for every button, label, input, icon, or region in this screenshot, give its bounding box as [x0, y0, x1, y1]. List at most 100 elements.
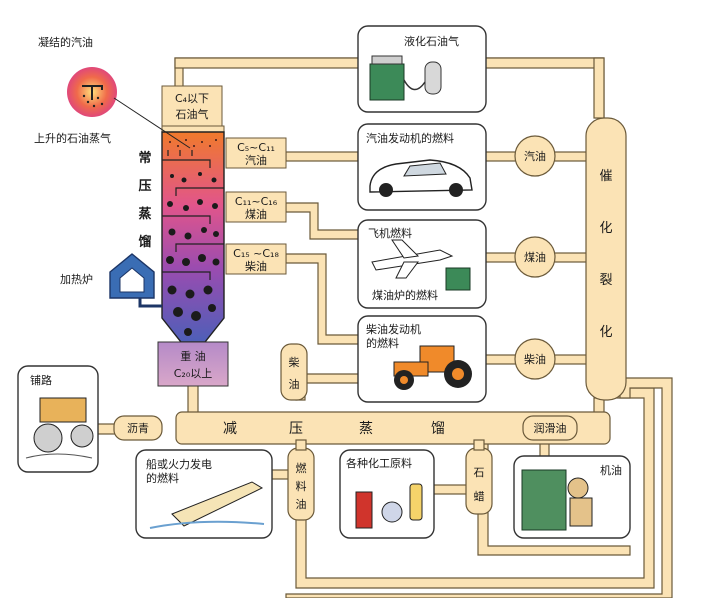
pipe-heavy-down	[187, 383, 199, 415]
cracking-output-kerosene-label: 煤油	[524, 250, 546, 264]
car-icon	[369, 159, 473, 193]
pipe-top-right	[484, 57, 604, 69]
card-aircraft: 飞机燃料 煤油炉的燃料	[357, 219, 487, 309]
fuel-oil-char-3: 油	[296, 497, 307, 511]
lpg-label: 液化石油气	[404, 34, 459, 48]
ship-label-2: 的燃料	[146, 471, 179, 485]
distillation-column	[161, 125, 225, 343]
lubricant-label: 润滑油	[534, 421, 567, 435]
machine-icon	[521, 469, 567, 531]
condensed-oil-label: 凝结的汽油	[38, 35, 93, 49]
card-paving: 铺路	[17, 365, 99, 473]
fraction-gasoline-name: 汽油	[245, 153, 267, 167]
card-diesel-engine: 柴油发动机 的燃料	[357, 315, 487, 403]
diesel-engine-label-1: 柴油发动机	[366, 322, 421, 336]
kerosene-stove-icon	[445, 267, 471, 291]
fraction-diesel: C₁₅ ~C₁₈ 柴油	[225, 243, 287, 275]
card-engine-oil: 机油	[513, 455, 631, 539]
paraffin-tag	[465, 447, 493, 515]
fraction-kerosene: C₁₁~C₁₆ 煤油	[225, 191, 287, 223]
ship-label-1: 船或火力发电	[146, 457, 212, 471]
cracking-output-gasoline-label: 汽油	[524, 149, 546, 163]
chemicals-label: 各种化工原料	[346, 456, 412, 470]
gas-cylinder-icon	[424, 61, 442, 95]
pipe-gasoline	[285, 151, 359, 162]
fraction-gasoline: C₅~C₁₁ 汽油	[225, 137, 287, 169]
paraffin-char-1: 石	[474, 466, 485, 479]
cracking-output-diesel: 柴油	[514, 338, 556, 380]
column-bubbles	[166, 172, 220, 336]
rising-vapor-label: 上升的石油蒸气	[34, 131, 111, 145]
card-lpg: 液化石油气	[357, 25, 487, 113]
dynamite-icon	[355, 491, 373, 529]
engine-oil-label: 机油	[600, 463, 622, 477]
pipe-diesel	[285, 253, 361, 345]
column-char-4: 馏	[137, 234, 151, 250]
mechanic-icon	[567, 477, 589, 499]
card-ship: 船或火力发电 的燃料	[135, 449, 273, 539]
cracking-output-gasoline: 汽油	[514, 135, 556, 177]
column-char-3: 蒸	[138, 206, 151, 222]
pipe-outer-loop-2	[285, 377, 673, 598]
card-gasoline-engine: 汽油发动机的燃料	[357, 123, 487, 211]
pipe-fueloil-ship	[271, 469, 291, 480]
card-chemicals: 各种化工原料	[339, 449, 435, 539]
heating-furnace-label: 加热炉	[60, 273, 93, 286]
cracking-char-2: 化	[599, 221, 612, 236]
fraction-diesel-range: C₁₅ ~C₁₈	[233, 247, 279, 260]
stove-icon	[369, 63, 405, 101]
catalytic-cracking-column	[585, 117, 627, 401]
heavy-oil-name: 重 油	[180, 349, 206, 363]
pipe-top-down	[593, 57, 605, 119]
vapor-pointer-line	[113, 97, 191, 149]
c4-box	[161, 85, 223, 127]
gem-icon	[381, 501, 403, 523]
airplane-icon	[371, 249, 454, 271]
vapor-detail: 凝结的汽油 上升的石油蒸气	[34, 35, 191, 149]
vacuum-char-3: 蒸	[359, 421, 373, 437]
pipe-kerosene-card	[484, 252, 518, 263]
paraffin-connector	[473, 439, 485, 451]
fraction-diesel-name: 柴油	[245, 259, 267, 273]
pipe-gasoline-crack	[552, 151, 592, 162]
pipe-chemicals	[431, 484, 469, 495]
vacuum-char-2: 压	[289, 421, 303, 437]
bottle-icon	[409, 483, 423, 521]
pipe-kerosene-crack	[552, 252, 592, 263]
pipe-kerosene	[285, 202, 361, 240]
fraction-kerosene-name: 煤油	[245, 207, 267, 221]
column-char-1: 常	[138, 150, 151, 166]
fuel-oil-char-2: 料	[296, 479, 307, 493]
asphalt-tag	[113, 415, 163, 441]
vacuum-distillation-bar	[175, 411, 611, 445]
asphalt-label: 沥青	[127, 422, 149, 435]
heavy-oil-box	[157, 341, 229, 387]
paving-label: 铺路	[30, 374, 52, 387]
pipe-diesel-crack	[552, 354, 592, 365]
cracking-char-3: 裂	[599, 273, 612, 288]
fuel-oil-char-1: 燃	[296, 461, 307, 475]
vac-diesel-tag	[280, 343, 308, 401]
vacuum-char-1: 减	[223, 421, 237, 437]
fuel-oil-connector	[295, 439, 307, 451]
vacuum-char-4: 馏	[431, 421, 445, 437]
column-trays	[162, 150, 224, 280]
pipe-diesel-card	[484, 354, 518, 365]
pipe-top-left	[174, 57, 360, 69]
fraction-kerosene-range: C₁₁~C₁₆	[235, 195, 278, 208]
cracking-output-diesel-label: 柴油	[524, 352, 546, 366]
cracking-output-kerosene: 煤油	[514, 236, 556, 278]
diesel-engine-label-2: 的燃料	[366, 336, 399, 350]
ship-icon	[171, 481, 264, 527]
vac-diesel-char-1: 柴	[289, 355, 300, 369]
c4-name: 石油气	[176, 107, 209, 121]
lubricant-tag	[522, 415, 578, 441]
pipe-gasoline-card	[484, 151, 518, 162]
kerosene-stove-label: 煤油炉的燃料	[372, 288, 438, 302]
pipe-asphalt	[95, 423, 117, 435]
aircraft-fuel-label: 飞机燃料	[368, 226, 412, 240]
pipes	[95, 57, 673, 598]
c4-range: C₄以下	[175, 92, 209, 105]
column-vapor-dots	[169, 139, 217, 147]
